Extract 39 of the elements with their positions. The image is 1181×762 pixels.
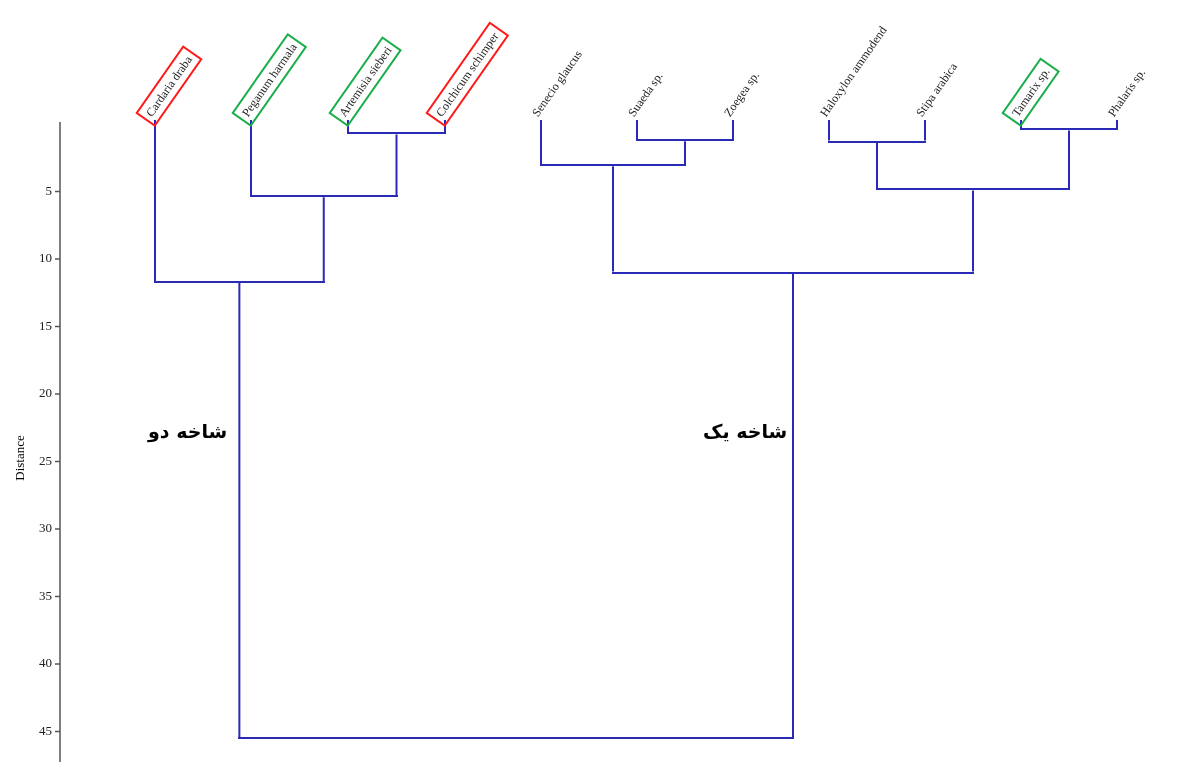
dendrogram-branch <box>395 133 398 197</box>
axis-tick-label: 45 <box>38 722 52 739</box>
dendrogram-branch <box>636 119 638 141</box>
axis-tick-label: 30 <box>38 520 52 536</box>
dendrogram-branch <box>732 119 734 141</box>
dendrogram-branch <box>684 140 686 166</box>
axis-tick-label: 35 <box>38 587 52 604</box>
axis-title: Distance <box>12 434 28 483</box>
axis-tick-label: 25 <box>38 452 52 469</box>
dendrogram-branch <box>322 196 325 282</box>
cluster-bar <box>238 737 794 740</box>
cluster-bar <box>347 132 446 135</box>
cluster-bar <box>1020 128 1118 131</box>
dendrogram-branch <box>972 189 974 273</box>
dendrogram-branch <box>250 119 252 197</box>
cluster-bar <box>612 271 974 274</box>
dendrogram-branch <box>792 272 794 739</box>
cluster-bar <box>250 195 398 198</box>
dendrogram-branch <box>924 119 926 142</box>
dendrogram-branch <box>828 119 830 142</box>
dendrogram-branch <box>540 119 542 166</box>
axis-tick-label: 5 <box>44 182 52 199</box>
dendrogram-branch <box>154 119 156 282</box>
dendrogram-branch <box>238 281 241 739</box>
axis-tick-label: 15 <box>38 317 52 334</box>
cluster-bar <box>154 280 325 283</box>
branch-label: شاخه یک <box>703 420 788 442</box>
cluster-bar <box>828 140 926 143</box>
cluster-bar <box>540 164 686 167</box>
cluster-bar <box>636 139 734 142</box>
axis-tick-label: 10 <box>38 250 52 266</box>
dendrogram-branch <box>1068 129 1070 190</box>
dendrogram-branch <box>1116 119 1118 130</box>
axis-tick-label: 20 <box>38 385 52 401</box>
dendrogram-branch <box>612 165 614 273</box>
cluster-bar <box>876 188 1070 191</box>
axis-tick-label: 40 <box>38 655 52 671</box>
branch-label: شاخه دو <box>148 420 228 442</box>
dendrogram-branch <box>876 141 878 190</box>
